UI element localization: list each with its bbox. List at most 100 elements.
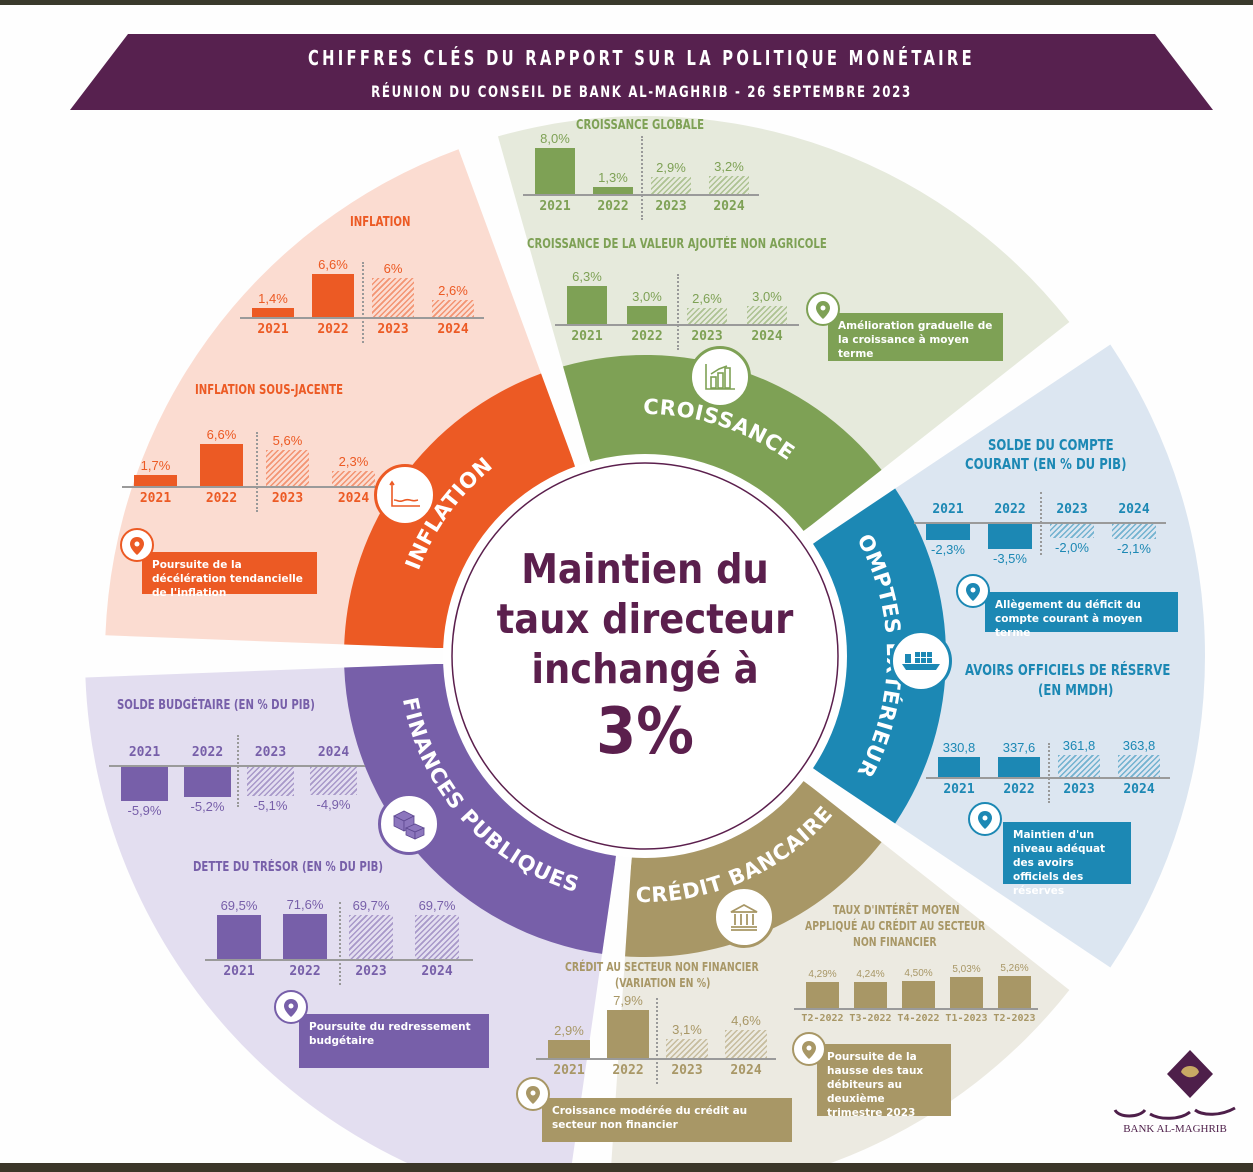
bar xyxy=(998,756,1040,777)
location-pin-icon-finances xyxy=(274,990,308,1024)
bar xyxy=(747,305,787,324)
bar-value-label: 6,3% xyxy=(572,269,602,284)
bar-category-label: 2024 xyxy=(337,491,370,506)
bar-category-label: 2021 xyxy=(257,322,289,337)
bar xyxy=(988,524,1032,549)
bar xyxy=(432,300,474,317)
bar xyxy=(1050,524,1094,539)
bar-category-label: 2024 xyxy=(730,1063,762,1078)
location-pin-icon-inflation xyxy=(120,528,154,562)
bar-value-label: -3,5% xyxy=(993,551,1027,566)
bar-value-label: 3,0% xyxy=(752,288,782,304)
bar xyxy=(266,450,309,486)
location-pin-icon-compte-courant xyxy=(956,574,990,608)
bar-value-label: 69,5% xyxy=(220,898,258,914)
bar-category-label: 2022 xyxy=(994,502,1026,517)
bar-category-label: T3-2022 xyxy=(849,1013,892,1024)
bar-value-label: 3,1% xyxy=(672,1022,702,1038)
bar-category-label: 2023 xyxy=(671,1063,703,1078)
bar xyxy=(1058,755,1100,777)
bar-category-label: T2-2023 xyxy=(993,1013,1036,1024)
bar xyxy=(627,305,667,324)
sector-comptes-panel xyxy=(811,344,1206,968)
bar-category-label: T4-2022 xyxy=(897,1013,940,1024)
location-pin-icon-taux xyxy=(792,1032,826,1066)
bar-category-label: 2021 xyxy=(139,491,172,506)
title-taux-2: APPLIQUÉ AU CRÉDIT AU SECTEUR xyxy=(805,919,986,933)
bar xyxy=(535,148,575,194)
bar xyxy=(607,1010,649,1058)
bar xyxy=(312,274,354,317)
bar xyxy=(651,177,691,194)
bar-value-label: 5,6% xyxy=(272,433,303,449)
sector-comptes-ring xyxy=(811,488,946,824)
bar xyxy=(926,524,970,541)
bar-value-label: 7,9% xyxy=(613,993,643,1008)
header-banner: CHIFFRES CLÉS DU RAPPORT SUR LA POLITIQU… xyxy=(70,34,1213,110)
forecast-divider xyxy=(641,136,643,220)
growth-chart-icon xyxy=(689,346,751,408)
bar-value-label: -5,1% xyxy=(253,798,288,814)
bar xyxy=(666,1039,708,1058)
note-avoirs: Maintien d'un niveau adéquat des avoirs … xyxy=(1003,822,1131,897)
bar-category-label: 2023 xyxy=(655,199,687,214)
bar xyxy=(332,471,375,486)
bar-category-label: 2024 xyxy=(437,322,469,337)
bar-value-label: 5,26% xyxy=(1000,963,1029,974)
bar-category-label: 2022 xyxy=(597,199,629,214)
bar-category-label: 2024 xyxy=(1123,782,1155,797)
title-dette: DETTE DU TRÉSOR (EN % DU PIB) xyxy=(193,860,383,875)
title-avoirs-2: (EN MMDH) xyxy=(1038,681,1114,699)
center-line-2: taux directeur xyxy=(496,595,794,643)
center-line-1: Maintien du xyxy=(521,545,769,593)
bar-category-label: 2023 xyxy=(691,329,723,344)
bar xyxy=(548,1040,590,1058)
forecast-divider xyxy=(1048,743,1050,803)
cargo-ship-icon xyxy=(890,630,952,692)
central-message: Maintien du taux directeur inchangé à 3% xyxy=(445,456,845,856)
sector-inflation-ring xyxy=(344,373,576,649)
note-croissance: Amélioration graduelle de la croissance … xyxy=(828,313,1003,361)
bar xyxy=(349,915,393,959)
title-compte-courant-2: COURANT (EN % DU PIB) xyxy=(965,455,1127,473)
forecast-divider xyxy=(237,735,239,807)
title-taux-1: TAUX D'INTÉRÊT MOYEN xyxy=(833,903,960,917)
title-va-non-agricole: CROISSANCE DE LA VALEUR AJOUTÉE NON AGRI… xyxy=(527,237,827,252)
bar-category-label: 2022 xyxy=(612,1063,644,1078)
location-pin-icon-croissance xyxy=(806,292,840,326)
bar-value-label: 3,2% xyxy=(714,158,744,174)
location-pin-icon-credit xyxy=(516,1077,550,1111)
bar xyxy=(184,767,231,797)
bar xyxy=(121,767,168,801)
location-pin-icon-avoirs xyxy=(968,802,1002,836)
bar xyxy=(902,980,935,1008)
center-circle xyxy=(451,462,839,850)
note-finances: Poursuite du redressement budgétaire xyxy=(299,1014,489,1068)
bar-value-label: 330,8 xyxy=(942,739,976,755)
inflation-chart-icon xyxy=(374,464,436,526)
title-inflation: INFLATION xyxy=(350,215,411,230)
bar-category-label: 2022 xyxy=(191,745,224,760)
bar-value-label: -5,9% xyxy=(127,803,162,818)
bar xyxy=(725,1030,767,1058)
bar-category-label: 2023 xyxy=(1056,502,1088,517)
bar-value-label: 3,0% xyxy=(632,288,662,304)
chart-axis xyxy=(794,1008,1038,1010)
bar xyxy=(709,175,749,194)
bar-category-label: T1-2023 xyxy=(945,1013,988,1024)
top-border xyxy=(0,0,1253,5)
bar xyxy=(687,308,727,324)
policy-rate: 3% xyxy=(596,695,694,769)
forecast-divider xyxy=(256,432,258,512)
bar-category-label: 2024 xyxy=(317,745,350,760)
forecast-divider xyxy=(1040,492,1042,555)
bar xyxy=(252,307,294,317)
title-inflation-sj: INFLATION SOUS-JACENTE xyxy=(195,383,344,398)
bar-value-label: 2,9% xyxy=(656,160,686,176)
bar xyxy=(1118,755,1160,777)
bar xyxy=(217,915,261,959)
title-compte-courant-1: SOLDE DU COMPTE xyxy=(988,436,1114,454)
bar-value-label: 4,50% xyxy=(904,967,933,979)
bar-value-label: -5,2% xyxy=(190,798,225,814)
bar-value-label: 2,3% xyxy=(338,454,369,470)
